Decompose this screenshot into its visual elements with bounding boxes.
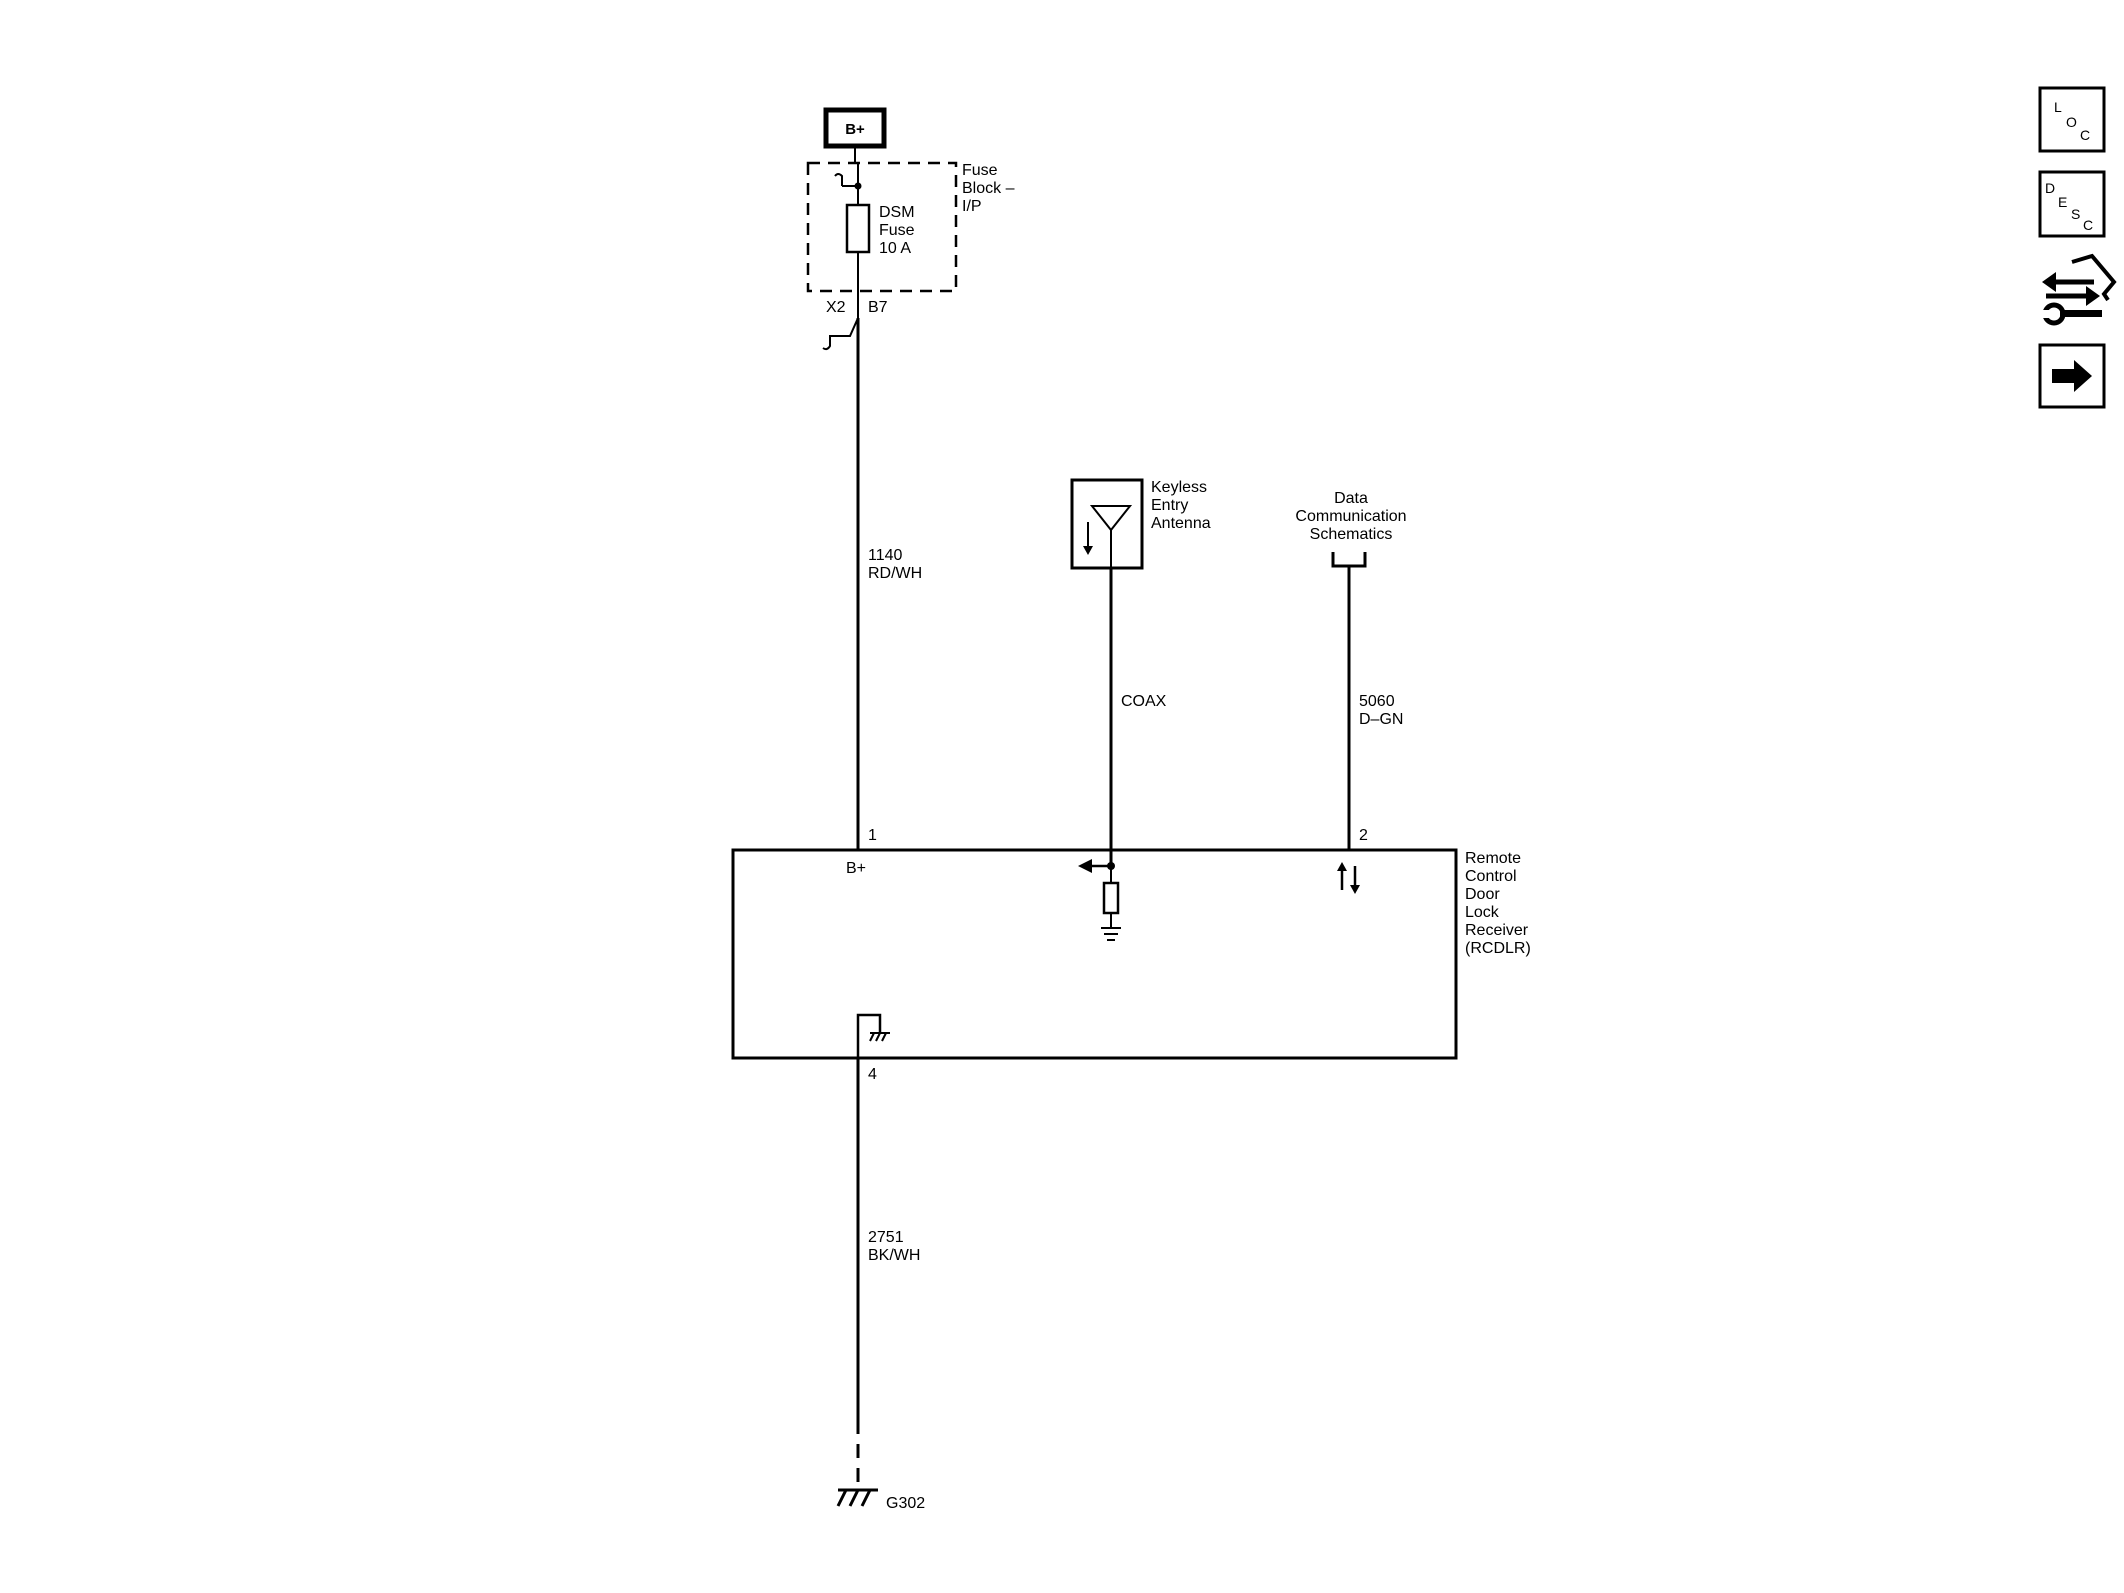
connector-tool-icon (2040, 253, 2117, 326)
bidirectional-data-icon (1337, 862, 1360, 894)
module-pin-ground: 4 (868, 1066, 877, 1083)
svg-text:Keyless: Keyless (1151, 479, 1207, 496)
data-link-label: Data Communication Schematics (1295, 490, 1406, 543)
chassis-ground-icon (836, 1488, 878, 1507)
svg-text:Block –: Block – (962, 180, 1015, 197)
svg-text:RD/WH: RD/WH (868, 565, 922, 582)
module-pin-data: 2 (1359, 827, 1368, 844)
next-arrow-icon (2052, 360, 2092, 392)
svg-text:Antenna: Antenna (1151, 515, 1211, 532)
connector-pin: B7 (868, 299, 888, 316)
svg-text:1140: 1140 (868, 547, 903, 564)
svg-text:Receiver: Receiver (1465, 922, 1529, 939)
svg-text:Door: Door (1465, 886, 1500, 903)
antenna-input-symbol (1078, 859, 1121, 941)
desc-button[interactable]: D E S C (2038, 170, 2106, 238)
svg-text:I/P: I/P (962, 198, 982, 215)
svg-text:(RCDLR): (RCDLR) (1465, 940, 1531, 957)
connector-id: X2 (826, 299, 846, 316)
svg-text:Schematics: Schematics (1310, 526, 1393, 543)
ground-label: G302 (886, 1495, 925, 1512)
dsm-fuse-label: DSM Fuse 10 A (879, 204, 915, 257)
rcdlr-module-box (731, 848, 1458, 1060)
wire-5060-label: 5060 D–GN (1359, 693, 1403, 728)
svg-text:5060: 5060 (1359, 693, 1395, 710)
svg-text:O: O (2066, 114, 2077, 130)
wire-1140-label: 1140 RD/WH (868, 547, 922, 582)
dsm-fuse-symbol (845, 203, 871, 254)
fuse-block-label: Fuse Block – I/P (962, 162, 1015, 215)
svg-text:DSM: DSM (879, 204, 915, 221)
loc-icon: L O C (2054, 99, 2090, 143)
module-power-label: B+ (846, 860, 866, 877)
svg-text:E: E (2058, 194, 2067, 210)
svg-text:Fuse: Fuse (879, 222, 915, 239)
svg-text:Lock: Lock (1465, 904, 1500, 921)
svg-text:C: C (2080, 127, 2090, 143)
svg-text:10 A: 10 A (879, 240, 911, 257)
internal-ground-symbol (856, 1013, 890, 1058)
power-source-label: B+ (845, 121, 865, 138)
svg-text:C: C (2083, 217, 2093, 233)
svg-text:Data: Data (1334, 490, 1368, 507)
fuse-block-outline (806, 161, 958, 293)
svg-text:D: D (2045, 180, 2055, 196)
svg-text:Control: Control (1465, 868, 1517, 885)
svg-text:D–GN: D–GN (1359, 711, 1403, 728)
power-source-box: B+ (823, 107, 887, 149)
module-pin-power: 1 (868, 827, 877, 844)
wire-2751-label: 2751 BK/WH (868, 1229, 920, 1264)
svg-text:S: S (2071, 206, 2080, 222)
antenna-icon (1083, 505, 1133, 568)
connector-tool-button[interactable] (2040, 253, 2117, 326)
data-link-connector (1331, 552, 1367, 568)
svg-text:2751: 2751 (868, 1229, 904, 1246)
svg-text:L: L (2054, 99, 2062, 115)
wire-coax-label: COAX (1121, 693, 1167, 710)
svg-text:Fuse: Fuse (962, 162, 998, 179)
svg-text:Remote: Remote (1465, 850, 1521, 867)
loc-button[interactable]: L O C (2038, 86, 2106, 153)
antenna-label: Keyless Entry Antenna (1151, 479, 1211, 532)
svg-text:BK/WH: BK/WH (868, 1247, 920, 1264)
connector-symbol (822, 291, 859, 351)
rcdlr-module-label: Remote Control Door Lock Receiver (RCDLR… (1465, 850, 1531, 957)
desc-icon: D E S C (2045, 180, 2093, 233)
svg-text:Communication: Communication (1295, 508, 1406, 525)
next-button[interactable] (2038, 343, 2106, 409)
svg-text:Entry: Entry (1151, 497, 1188, 514)
